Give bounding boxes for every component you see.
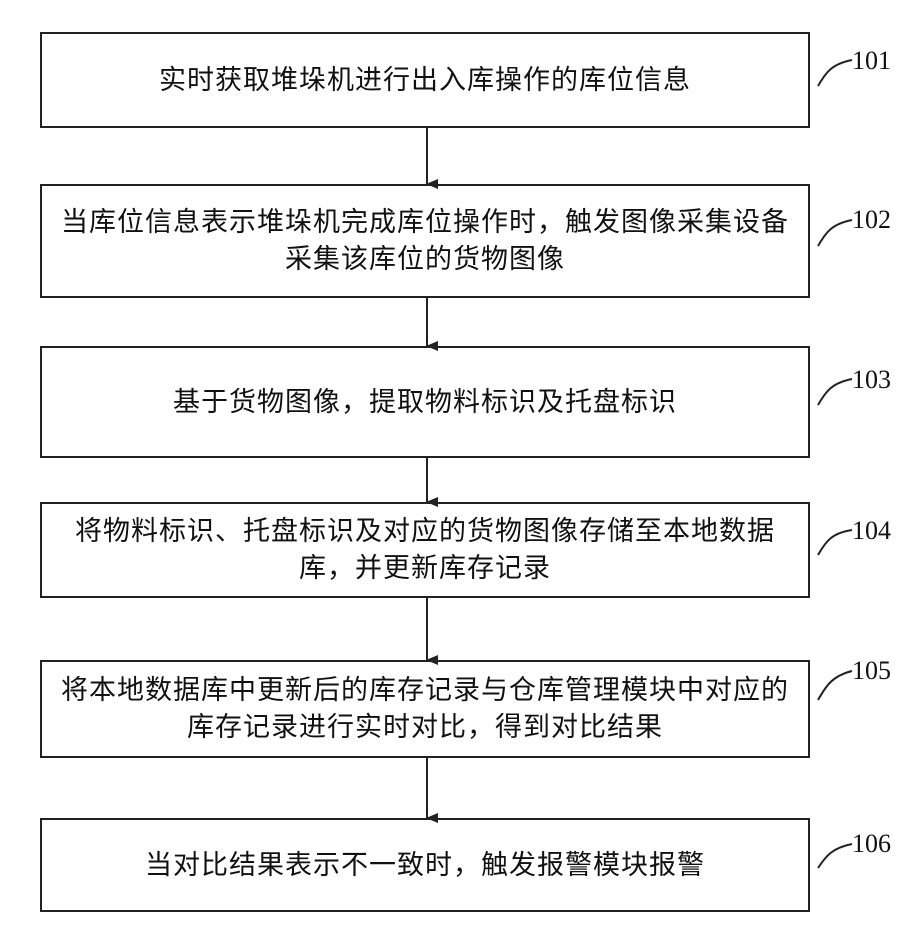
leader-103 xyxy=(818,379,852,405)
leader-102 xyxy=(818,220,852,246)
leader-101 xyxy=(818,60,852,86)
ref-leader-lines xyxy=(818,60,852,868)
leader-104 xyxy=(818,530,852,555)
leader-105 xyxy=(818,671,852,700)
leader-106 xyxy=(818,844,852,868)
